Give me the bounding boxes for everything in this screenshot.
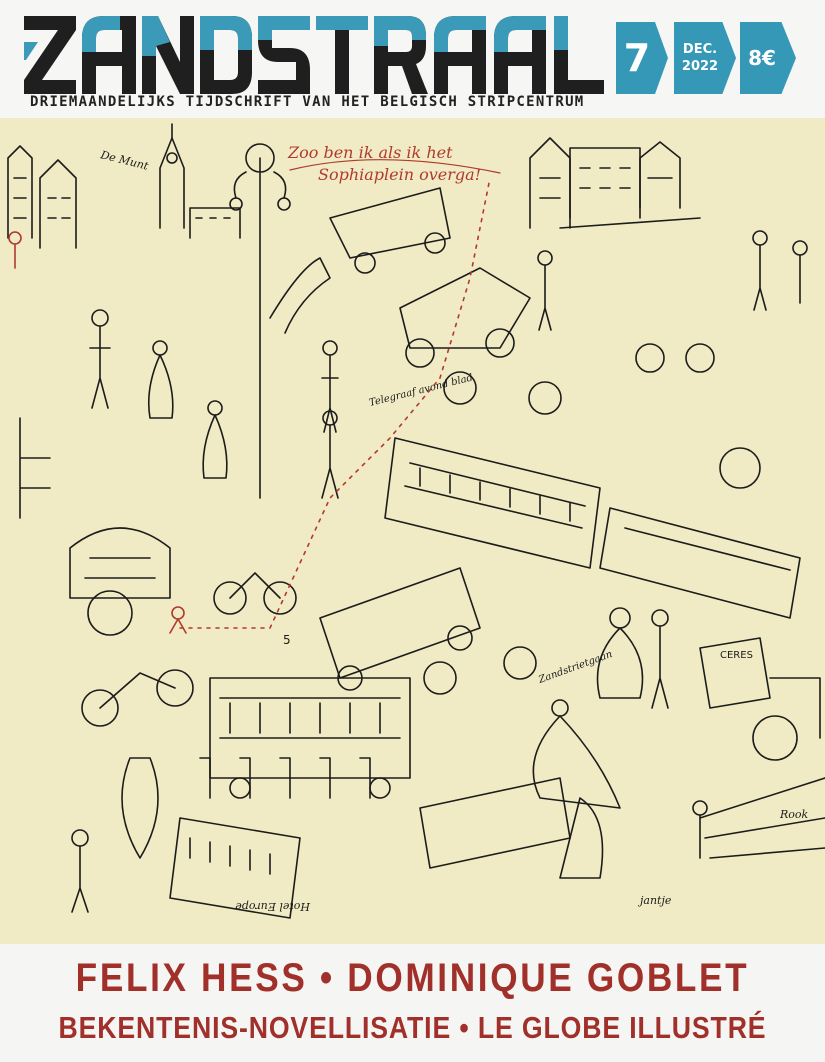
issue-month: DEC. bbox=[682, 42, 718, 57]
issue-date-badge: DEC. 2022 bbox=[674, 22, 736, 94]
tram-car bbox=[384, 437, 801, 619]
cover-headline: FELIX HESS • DOMINIQUE GOBLET bbox=[75, 956, 750, 1000]
sign-rook: Rook bbox=[779, 808, 809, 821]
magazine-subtitle: DRIEMAANDELIJKS TIJDSCHRIFT VAN HET BELG… bbox=[30, 94, 585, 110]
city-street-drawing: Zoo ben ik als ik het Sophiaplein overga… bbox=[7, 123, 825, 919]
caption-line-2: Sophiaplein overga! bbox=[318, 165, 481, 184]
red-dotted-path bbox=[8, 159, 501, 634]
sign-de-munt: De Munt bbox=[98, 148, 150, 173]
bicycles bbox=[81, 343, 761, 727]
cover-footer bbox=[0, 944, 825, 1062]
zandstraal-logo bbox=[24, 16, 604, 94]
issue-number: 7 bbox=[623, 36, 651, 80]
caption-line-1: Zoo ben ik als ik het bbox=[287, 143, 453, 162]
bottom-street bbox=[169, 757, 571, 919]
sign-ceres: CERES bbox=[720, 650, 753, 661]
price-badge: 8€ bbox=[740, 22, 796, 94]
price: 8€ bbox=[748, 46, 776, 70]
masthead: DRIEMAANDELIJKS TIJDSCHRIFT VAN HET BELG… bbox=[0, 0, 825, 118]
sign-dribbel: Zandstrietgaan bbox=[536, 649, 614, 686]
horse-cart bbox=[269, 187, 451, 334]
artist-signature: jantje bbox=[637, 894, 672, 907]
crowd-figures bbox=[71, 230, 808, 913]
cargo-cart bbox=[19, 417, 171, 636]
issue-year: 2022 bbox=[681, 59, 719, 74]
cover-illustration: Zoo ben ik als ik het Sophiaplein overga… bbox=[0, 118, 825, 944]
issue-number-badge: 7 bbox=[616, 22, 668, 94]
tram-number: 5 bbox=[283, 633, 291, 647]
street-lamp bbox=[229, 143, 291, 499]
bottom-tram bbox=[209, 677, 411, 799]
omnibus bbox=[319, 567, 481, 691]
right-side-carts bbox=[699, 637, 825, 859]
canal-houses bbox=[529, 137, 701, 229]
cover-subheadline: BEKENTENIS-NOVELLISATIE • LE GLOBE ILLUS… bbox=[58, 1010, 767, 1045]
motor-car bbox=[399, 267, 531, 368]
sign-hotel: Hotel Europe bbox=[235, 900, 311, 913]
old-town-buildings bbox=[7, 123, 241, 249]
